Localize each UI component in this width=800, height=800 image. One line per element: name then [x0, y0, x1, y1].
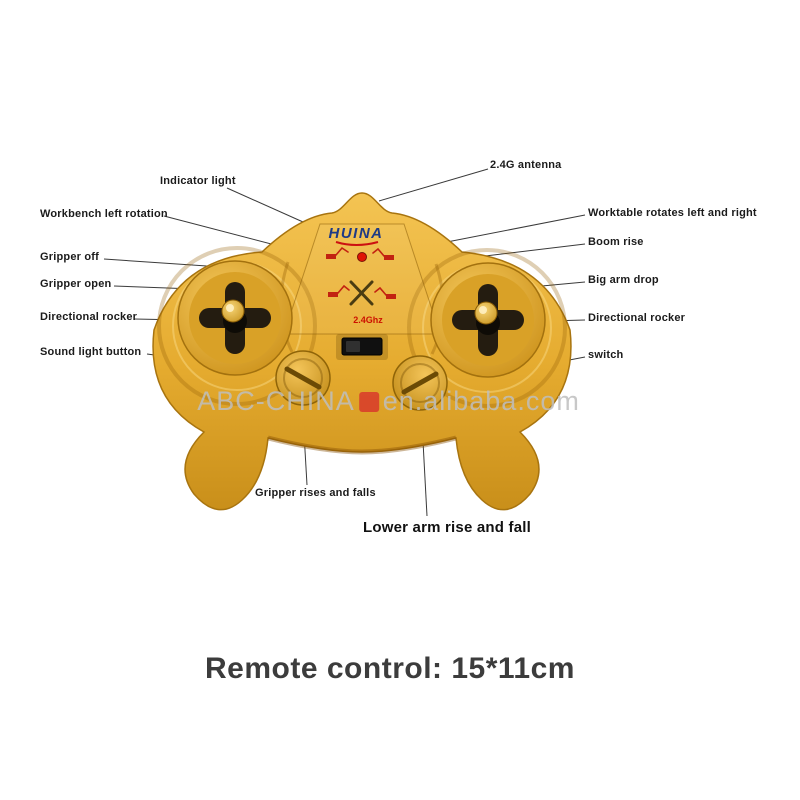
- label-switch: switch: [588, 349, 624, 361]
- sticker-icons: 2.4Ghz: [326, 246, 396, 325]
- label-worktable-rotates: Worktable rotates left and right: [588, 207, 757, 219]
- brand-logo: HUINA: [329, 225, 384, 246]
- indicator-led: [357, 252, 367, 262]
- label-directional-rocker-right: Directional rocker: [588, 312, 686, 324]
- brand-logo-swoosh: [335, 241, 379, 246]
- watermark-text-left: ABC-CHINA: [197, 386, 355, 416]
- frequency-label: 2.4Ghz: [353, 315, 383, 325]
- label-workbench-left-rotation: Workbench left rotation: [40, 208, 168, 220]
- label-lower-arm-rise-and-fall: Lower arm rise and fall: [363, 519, 531, 536]
- excavator-icon-bottom-left: [328, 284, 350, 297]
- label-directional-rocker-left: Directional rocker: [40, 311, 138, 323]
- directional-rocker-left: [177, 260, 293, 376]
- watermark-text-right: en.alibaba.com: [382, 386, 580, 416]
- callout-indicator-light: [226, 187, 313, 227]
- power-switch: [336, 334, 388, 360]
- right-grip-ring: [407, 248, 567, 408]
- watermark: ABC-CHINA en.alibaba.com: [197, 386, 580, 417]
- label-indicator-light: Indicator light: [160, 175, 236, 187]
- callout-antenna: [378, 168, 489, 202]
- label-gripper-open: Gripper open: [40, 278, 112, 290]
- left-grip-ring: [157, 246, 317, 406]
- label-gripper-off: Gripper off: [40, 251, 100, 263]
- label-boom-rise: Boom rise: [588, 236, 644, 248]
- x-mark: [349, 280, 374, 306]
- caption: Remote control: 15*11cm: [205, 652, 575, 685]
- excavator-icon-bottom-right: [374, 286, 396, 299]
- watermark-red-box: [358, 391, 379, 412]
- excavator-icon-top-left: [326, 246, 349, 259]
- label-big-arm-drop: Big arm drop: [588, 274, 659, 286]
- bottom-shading: [267, 435, 457, 455]
- label-antenna: 2.4G antenna: [490, 159, 562, 171]
- directional-rocker-right: [430, 262, 546, 378]
- label-gripper-rises-and-falls: Gripper rises and falls: [255, 487, 376, 499]
- brand-logo-text: HUINA: [329, 225, 384, 242]
- label-sound-light-button: Sound light button: [40, 346, 142, 358]
- excavator-icon-top-right: [372, 247, 394, 260]
